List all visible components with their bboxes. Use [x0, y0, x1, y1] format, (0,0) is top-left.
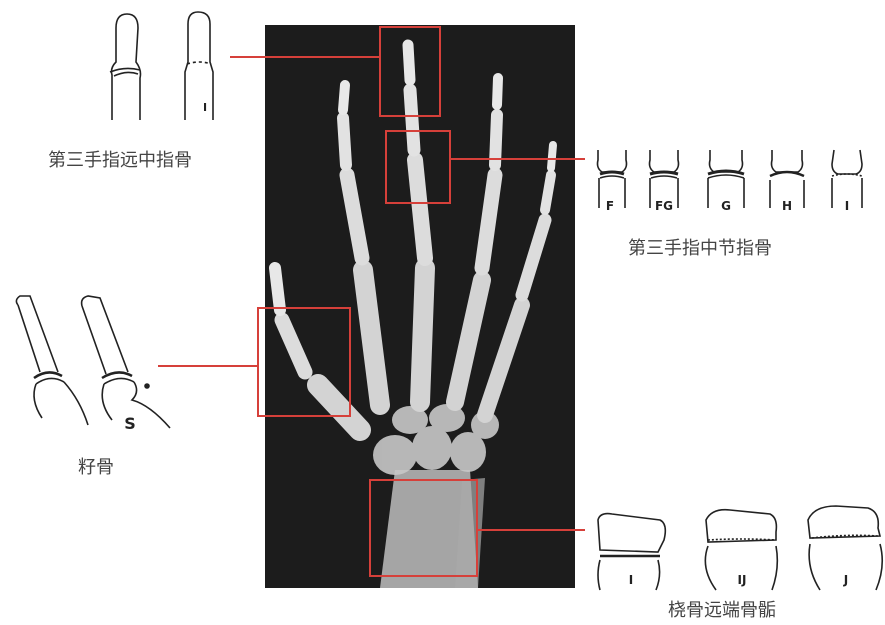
- stage-radius-J: J: [843, 573, 848, 587]
- stage-middle-I: I: [845, 199, 849, 213]
- sesamoid-drawings: [16, 296, 170, 428]
- middle-stage-labels: F FG G H I: [606, 199, 849, 213]
- stage-radius-IJ: IJ: [738, 573, 747, 587]
- stage-sesamoid-S: S: [124, 414, 136, 433]
- label-radius-epiphysis: 桡骨远端骨骺: [668, 596, 776, 622]
- distal-finger-drawings: [110, 12, 213, 120]
- stage-middle-G: G: [721, 199, 731, 213]
- label-sesamoid: 籽骨: [78, 453, 114, 479]
- label-distal-middle: 第三手指远中指骨: [48, 146, 192, 172]
- stage-distal-I: I: [203, 101, 207, 114]
- stage-middle-F: F: [606, 199, 614, 213]
- xray-image: [265, 25, 575, 588]
- stage-middle-H: H: [782, 199, 792, 213]
- stage-radius-I: I: [629, 573, 633, 587]
- label-middle-phalanx: 第三手指中节指骨: [628, 234, 772, 260]
- stage-middle-FG: FG: [655, 199, 673, 213]
